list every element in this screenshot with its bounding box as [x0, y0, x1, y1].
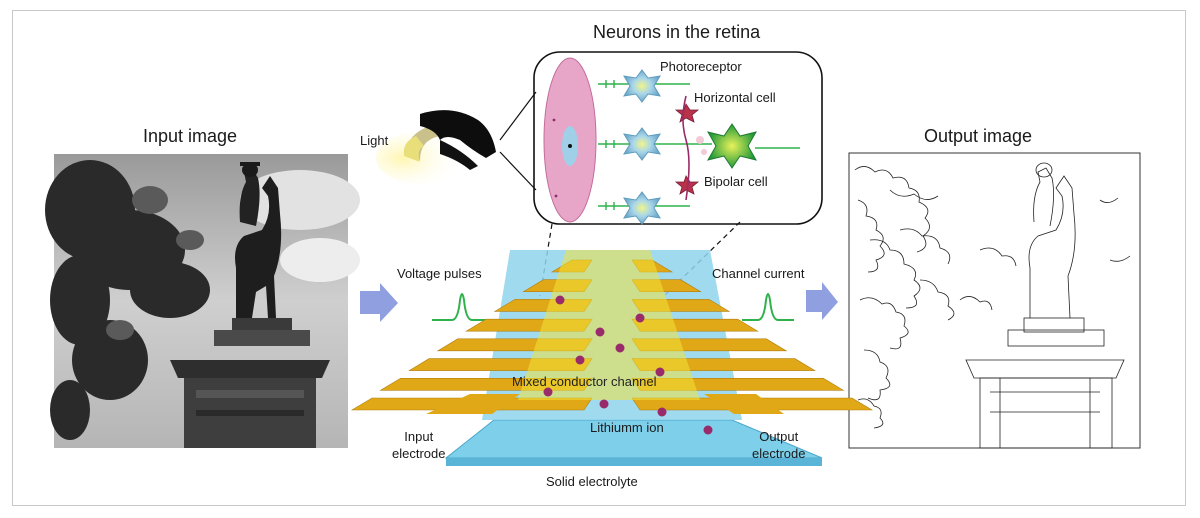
neurons-title: Neurons in the retina — [593, 22, 761, 42]
solid-electrolyte-label: Solid electrolyte — [546, 474, 638, 489]
output-image — [848, 152, 1141, 449]
horizontal-cell — [674, 95, 707, 201]
lithium-ion-dot — [543, 387, 553, 397]
photoreceptor-cell — [623, 127, 661, 161]
input-electrode-label: Input electrode — [392, 429, 446, 461]
output-electrode-label: Output electrode — [752, 429, 806, 461]
lithium-ion-dot — [575, 355, 585, 365]
output-electrode-plate — [704, 394, 784, 414]
lithium-ion-dot — [657, 407, 667, 417]
input-image-title: Input image — [143, 126, 238, 146]
horizontal-cell-label: Horizontal cell — [694, 90, 776, 105]
right-arrow-icon — [806, 282, 838, 320]
mixed-conductor-channel — [518, 250, 700, 400]
lithium-ion-dot — [703, 425, 713, 435]
lithium-ion-dot — [655, 367, 665, 377]
lithium-ion-dot — [599, 399, 609, 409]
voltage-pulses-label: Voltage pulses — [397, 266, 482, 281]
photoreceptor-cell — [623, 191, 661, 225]
photoreceptor-cell — [623, 69, 661, 103]
lithium-ion-dot — [615, 343, 625, 353]
figure-border — [12, 10, 1186, 506]
retina-inset — [499, 51, 823, 297]
current-pulse — [742, 293, 794, 321]
lithium-ions — [543, 295, 713, 435]
lithium-ion-dot — [635, 313, 645, 323]
channel-current-label: Channel current — [712, 266, 805, 281]
voltage-pulse — [432, 293, 490, 321]
lithium-ion-dot — [595, 327, 605, 337]
right-arrow-icon — [360, 283, 398, 322]
output-image-title: Output image — [924, 126, 1033, 146]
bipolar-cell — [706, 123, 758, 169]
bipolar-cell-label: Bipolar cell — [704, 174, 768, 189]
lithium-ion-dot — [555, 295, 565, 305]
eye-icon — [376, 110, 496, 184]
lithium-ion-label: Lithiumm ion — [590, 420, 664, 435]
light-label: Light — [360, 133, 389, 148]
photoreceptor-label: Photoreceptor — [660, 59, 742, 74]
input-electrode-plate — [426, 394, 520, 414]
mixed-conductor-channel-label: Mixed conductor channel — [512, 374, 657, 389]
input-image — [45, 154, 360, 448]
